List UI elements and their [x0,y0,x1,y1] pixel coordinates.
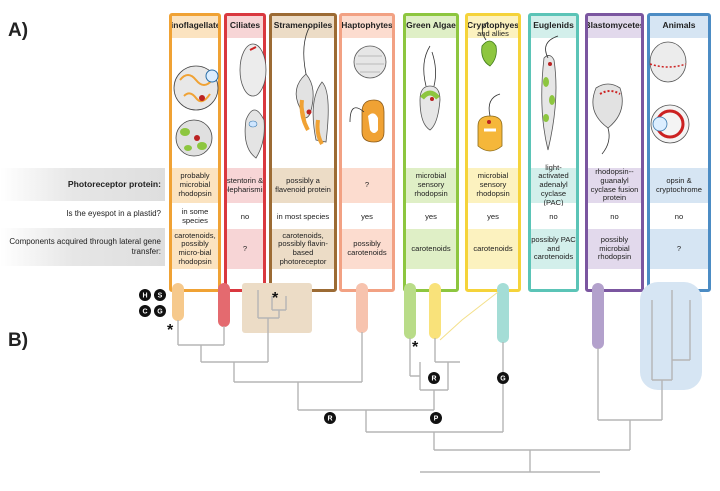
group-name: Cryptophyes [467,20,519,30]
cell-protein: probably microbial rhodopsin [172,168,218,203]
cell-protein: possibly a flavenoid protein [272,168,334,203]
panel-a-label: A) [8,20,29,41]
group-name: Stramenopiles [273,20,333,30]
dinoflagellate-cell-illustration [173,65,219,157]
group-name: Haptophytes [341,20,393,30]
cell-plastid: yes [406,206,456,228]
cell-lgt: carotenoids, possibly micro-bial rhodops… [172,229,218,269]
cell-lgt: ? [650,229,708,269]
panel-b-label: B) [8,330,29,351]
badge-g: G [154,305,166,317]
svg-text:H: H [142,293,147,300]
cell-lgt: possibly PAC and carotenoids [531,229,576,269]
green-algae-clade-marker [404,283,416,339]
cell-plastid: no [650,206,708,228]
blastocladiomycete-cell-illustration [592,83,623,155]
cell-protein: rhodopsin--guanalyl cyclase fusion prote… [588,167,641,203]
euglenid-clade-marker [497,283,509,343]
row-label-lgt: Components acquired through lateral gene… [0,228,165,266]
euglenid-cell-illustration [541,35,559,151]
badge-r-green: R [428,372,440,384]
cell-protein: microbial sensory rhodopsin [468,168,518,203]
cryptophyte-clade-marker [429,283,441,339]
haptophyte-clade-marker [356,283,368,333]
cell-plastid: yes [468,206,518,228]
cell-plastid: yes [342,206,392,228]
phylogenetic-tree [172,282,702,473]
group-column-green-algae: Green Algae microbial sensory rhodopsin ye… [403,13,459,292]
group-header: Blastomycetes [588,16,641,38]
group-subtitle: and allies [477,29,509,38]
stramenopile-clade-shade [242,283,312,333]
svg-text:R: R [431,376,436,383]
cell-protein: light-activated adenalyl cyclase (PAC) [531,163,576,206]
svg-text:G: G [157,309,163,316]
row-label-protein: Photoreceptor protein: [0,168,165,201]
svg-text:C: C [142,309,147,316]
group-header: Haptophytes [342,16,392,38]
cell-protein: opsin & cryptochrome [650,168,708,203]
group-name: Dinoflagellates [170,20,221,30]
svg-text:P: P [434,416,439,423]
blastocladiomycete-clade-marker [592,283,604,349]
badge-g-euglenid: G [497,372,509,384]
group-header: Dinoflagellates [172,16,218,38]
svg-text:S: S [158,293,163,300]
group-name: Blastomycetes [585,20,644,30]
badge-c: C [139,305,151,317]
dinoflagellate-clade-marker [172,283,184,321]
haptophyte-cell-illustration [349,45,387,143]
row-label-plastid: Is the eyespot in a plastid? [66,209,161,219]
cell-lgt: ? [227,229,263,269]
cell-lgt: possibly carotenoids [342,229,392,269]
cell-plastid: no [588,206,641,228]
cell-protein: stentorin & blepharismin [227,168,263,203]
cell-plastid: in some species [172,206,218,228]
animal-cell-illustration [649,41,690,144]
cell-lgt: carotenoids [468,229,518,269]
group-header: Stramenopiles [272,16,334,38]
group-name: Euglenids [533,20,574,30]
asterisk-stramenopiles: * [272,290,279,307]
group-column-blastomycetes: Blastomycetes rhodopsin--guanalyl cyclase… [585,13,644,292]
cryptophyte-cell-illustration [477,21,503,152]
badge-p: P [430,412,442,424]
cell-plastid: no [531,206,576,228]
group-header: Green Algae [406,16,456,38]
cell-protein: microbial sensory rhodopsin [406,168,456,203]
badge-s: S [154,289,166,301]
badge-r-base: R [324,412,336,424]
svg-text:G: G [500,376,506,383]
green-alga-cell-illustration [419,45,441,131]
animal-clade-shade [640,282,702,390]
group-name: Green Algae [406,20,456,30]
cell-lgt: carotenoids, possibly flavin-based photo… [272,229,334,269]
ciliate-cell-illustration [239,43,267,159]
asterisk-dinoflagellates: * [167,322,174,339]
cell-plastid: in most species [272,206,334,228]
cell-plastid: no [227,206,263,228]
cell-lgt: possibly microbial rhodopsin [588,229,641,269]
badge-h: H [139,289,151,301]
stramenopile-cell-illustration [295,25,329,146]
ciliate-clade-marker [218,283,230,327]
badge-group: H S C G R G R P [139,289,509,424]
asterisk-green-algae: * [412,339,419,356]
group-column-dinoflagellates: Dinoflagellates probably microbial rhodop… [169,13,221,292]
group-name: Animals [662,20,696,30]
group-header: Animals [650,16,708,38]
group-name: Ciliates [229,20,261,30]
group-header: Euglenids [531,16,576,38]
svg-text:R: R [327,416,332,423]
group-header: Ciliates [227,16,263,38]
cell-protein: ? [342,168,392,203]
cell-lgt: carotenoids [406,229,456,269]
